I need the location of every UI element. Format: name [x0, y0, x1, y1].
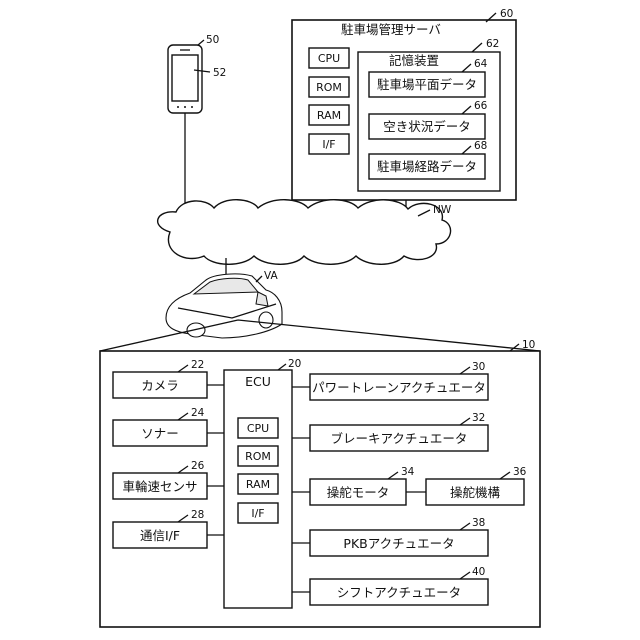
ecu-ram-label: RAM	[246, 478, 270, 491]
camera-label: カメラ	[141, 378, 179, 393]
phone-ref: 50	[206, 34, 219, 46]
sonar-ref: 24	[191, 407, 205, 419]
phone-dot-icon	[191, 106, 193, 108]
comm-if-ref: 28	[191, 509, 204, 521]
pkb-actuator-label: PKBアクチュエータ	[343, 536, 454, 551]
parking-plan-data-ref: 64	[474, 58, 488, 70]
storage-device-title: 記憶装置	[389, 53, 439, 68]
network-label: NW	[433, 204, 452, 216]
wheel-speed-sensor-label: 車輪速センサ	[122, 479, 197, 494]
network-cloud-shape	[158, 200, 451, 265]
phone-dot-icon	[177, 106, 179, 108]
pkb-actuator-ref: 38	[472, 517, 485, 529]
server-title: 駐車場管理サーバ	[341, 22, 441, 37]
parking-route-data-ref: 68	[474, 140, 487, 152]
storage-device-ref: 62	[486, 38, 499, 50]
steering-mechanism-ref: 36	[513, 466, 527, 478]
brake-actuator-ref: 32	[472, 412, 485, 424]
network-cloud: NW	[158, 200, 452, 265]
vehicle-callout-lines	[100, 320, 540, 351]
server-rom-label: ROM	[316, 81, 342, 94]
vehicle-ref-leader	[256, 276, 262, 282]
server-ref: 60	[500, 8, 513, 20]
sonar-label: ソナー	[141, 426, 179, 441]
parking-management-server: 駐車場管理サーバ 60 CPU ROM RAM I/F 記憶装置 62 駐車場平…	[292, 8, 516, 200]
phone-dot-icon	[184, 106, 186, 108]
parking-plan-data-label: 駐車場平面データ	[377, 77, 477, 92]
wheel-speed-sensor-ref: 26	[191, 460, 205, 472]
powertrain-actuator-ref: 30	[472, 361, 485, 373]
server-cpu-label: CPU	[318, 52, 340, 65]
vehicle-label: VA	[264, 270, 279, 282]
steering-motor-ref: 34	[401, 466, 415, 478]
vehicle-control-system: 10 ECU 20 CPU ROM RAM I/F カメラ 22 ソナー 24 …	[100, 339, 540, 627]
parking-route-data-label: 駐車場経路データ	[377, 159, 477, 174]
vehicle: VA	[100, 270, 540, 351]
vacancy-data-ref: 66	[474, 100, 488, 112]
vacancy-data-label: 空き状況データ	[383, 119, 471, 134]
ecu-rom-label: ROM	[245, 450, 271, 463]
ecu-title: ECU	[245, 374, 271, 389]
ecu-if-label: I/F	[251, 507, 264, 520]
ecu-ref: 20	[288, 358, 301, 370]
phone-ref-leader	[198, 40, 204, 45]
comm-if-label: 通信I/F	[140, 528, 180, 543]
steering-motor-label: 操舵モータ	[327, 485, 390, 500]
ecu-cpu-label: CPU	[247, 422, 269, 435]
brake-actuator-label: ブレーキアクチュエータ	[331, 431, 468, 446]
shift-actuator-label: シフトアクチュエータ	[337, 585, 461, 600]
smartphone: 50 52	[168, 34, 226, 212]
steering-mechanism-label: 操舵機構	[450, 485, 501, 500]
camera-ref: 22	[191, 359, 204, 371]
server-ram-label: RAM	[317, 109, 341, 122]
vehicle-rear-wheel	[259, 312, 273, 328]
phone-screen	[172, 55, 198, 101]
server-if-label: I/F	[322, 138, 335, 151]
system-ref: 10	[522, 339, 535, 351]
phone-screen-ref: 52	[213, 67, 226, 79]
powertrain-actuator-label: パワートレーンアクチュエータ	[312, 380, 486, 395]
shift-actuator-ref: 40	[472, 566, 485, 578]
